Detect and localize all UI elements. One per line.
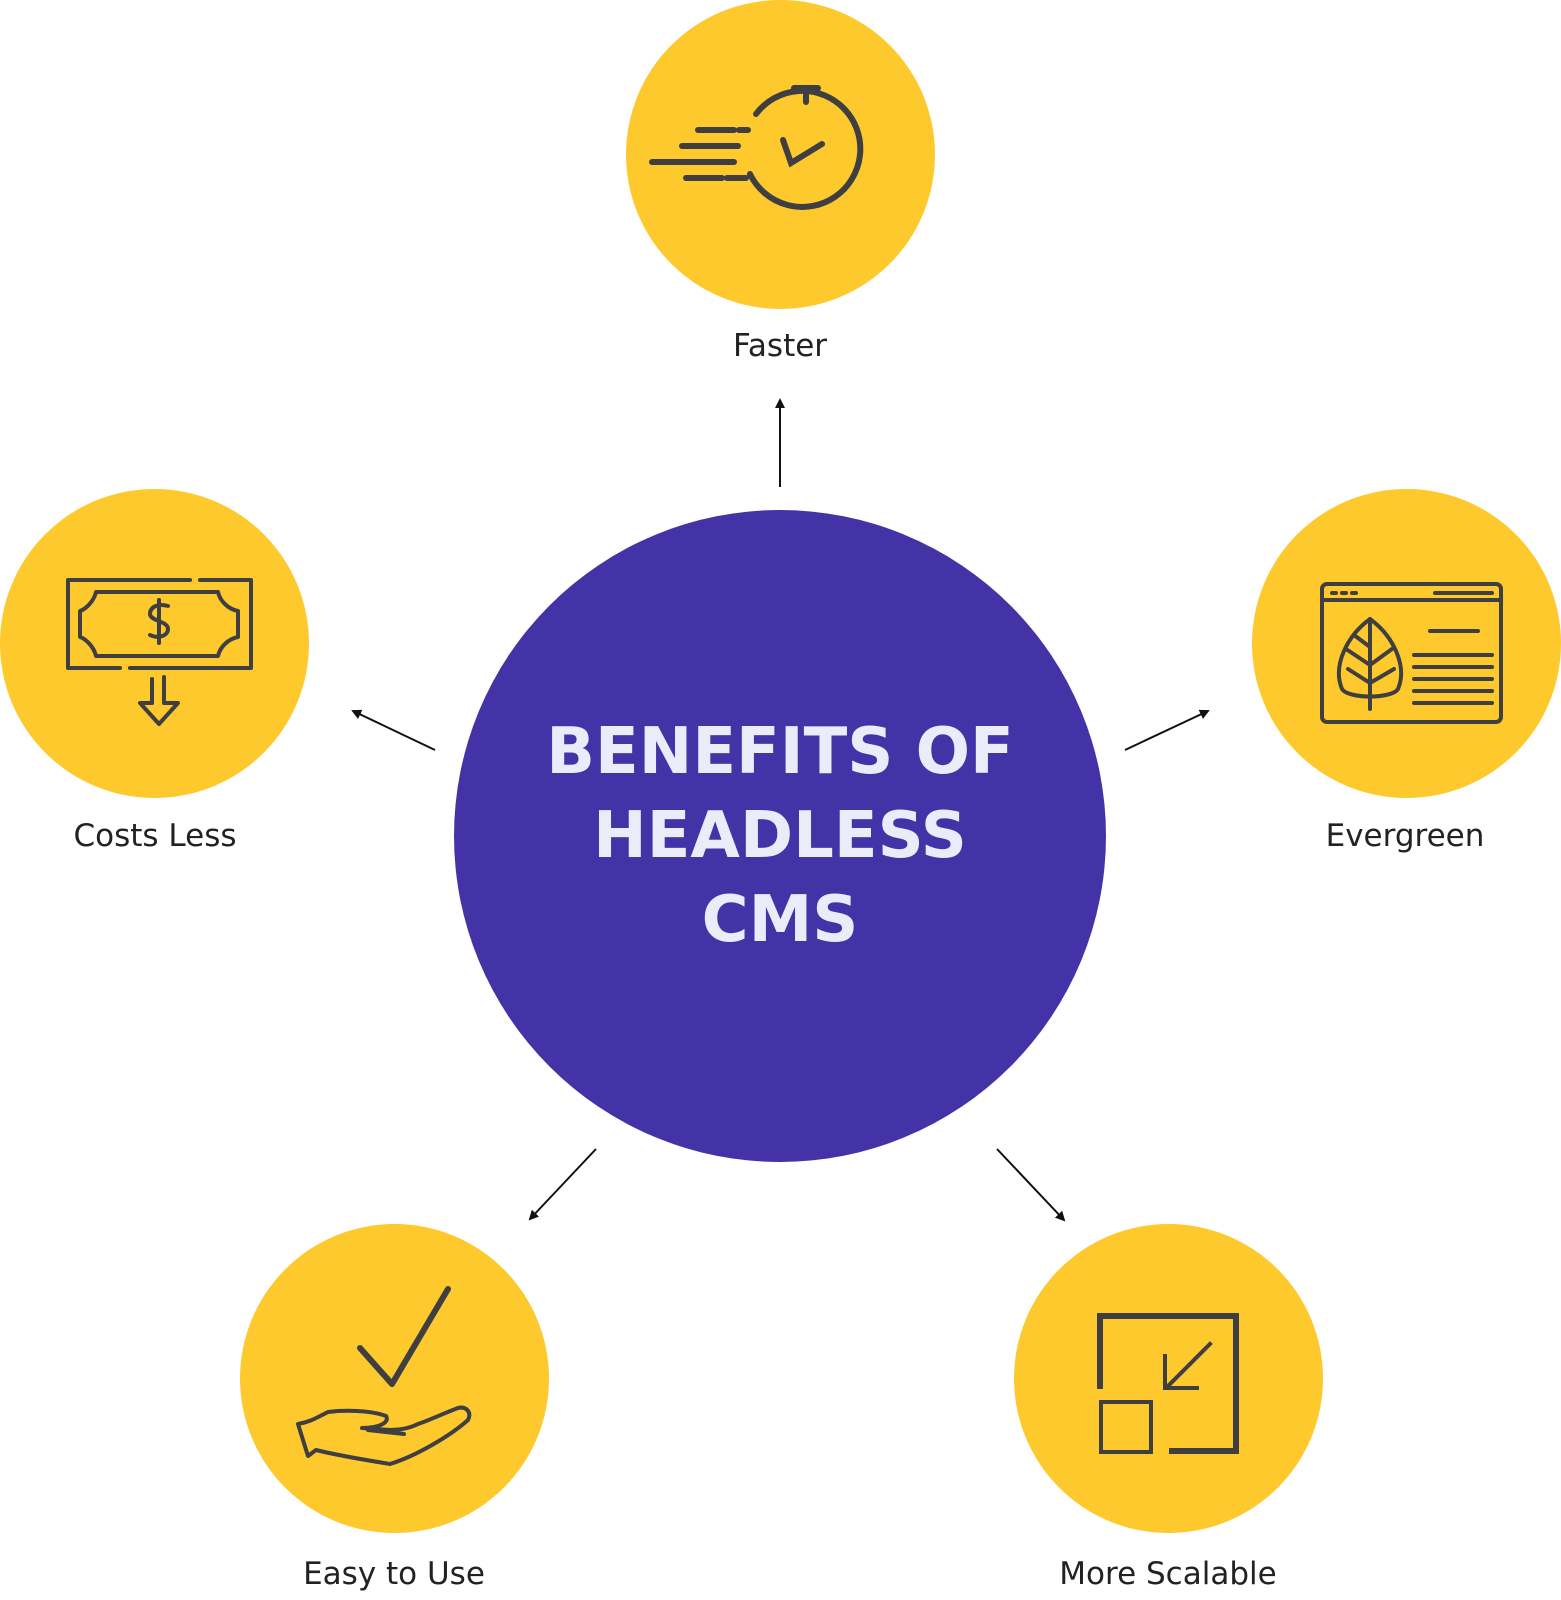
- center-title: BENEFITS OF HEADLESS CMS: [520, 710, 1040, 962]
- benefit-faster: [626, 0, 935, 309]
- arrow-to-costs-less: [351, 709, 436, 751]
- center-title-line-3: CMS: [701, 883, 859, 957]
- benefit-costs-less: [0, 489, 309, 798]
- arrow-to-more-scalable: [996, 1148, 1066, 1222]
- benefit-label-costs-less: Costs Less: [73, 818, 237, 854]
- benefit-evergreen: [1252, 489, 1561, 798]
- browser-leaf-icon: [1320, 582, 1503, 724]
- center-title-line-1: BENEFITS OF: [546, 715, 1014, 789]
- money-down-icon: [66, 578, 253, 726]
- arrow-to-easy-to-use: [528, 1148, 597, 1221]
- benefit-easy-to-use: [240, 1224, 549, 1533]
- arrow-to-evergreen: [1124, 709, 1210, 751]
- center-title-line-2: HEADLESS: [593, 799, 967, 873]
- center-node: BENEFITS OF HEADLESS CMS: [454, 510, 1106, 1162]
- benefit-label-more-scalable: More Scalable: [1059, 1556, 1277, 1592]
- benefit-label-easy-to-use: Easy to Use: [303, 1556, 485, 1592]
- benefit-label-faster: Faster: [732, 328, 828, 364]
- benefit-label-evergreen: Evergreen: [1325, 818, 1485, 854]
- stopwatch-icon: [649, 85, 864, 210]
- benefit-more-scalable: [1014, 1224, 1323, 1533]
- hand-check-icon: [296, 1286, 472, 1466]
- scale-down-icon: [1097, 1313, 1239, 1454]
